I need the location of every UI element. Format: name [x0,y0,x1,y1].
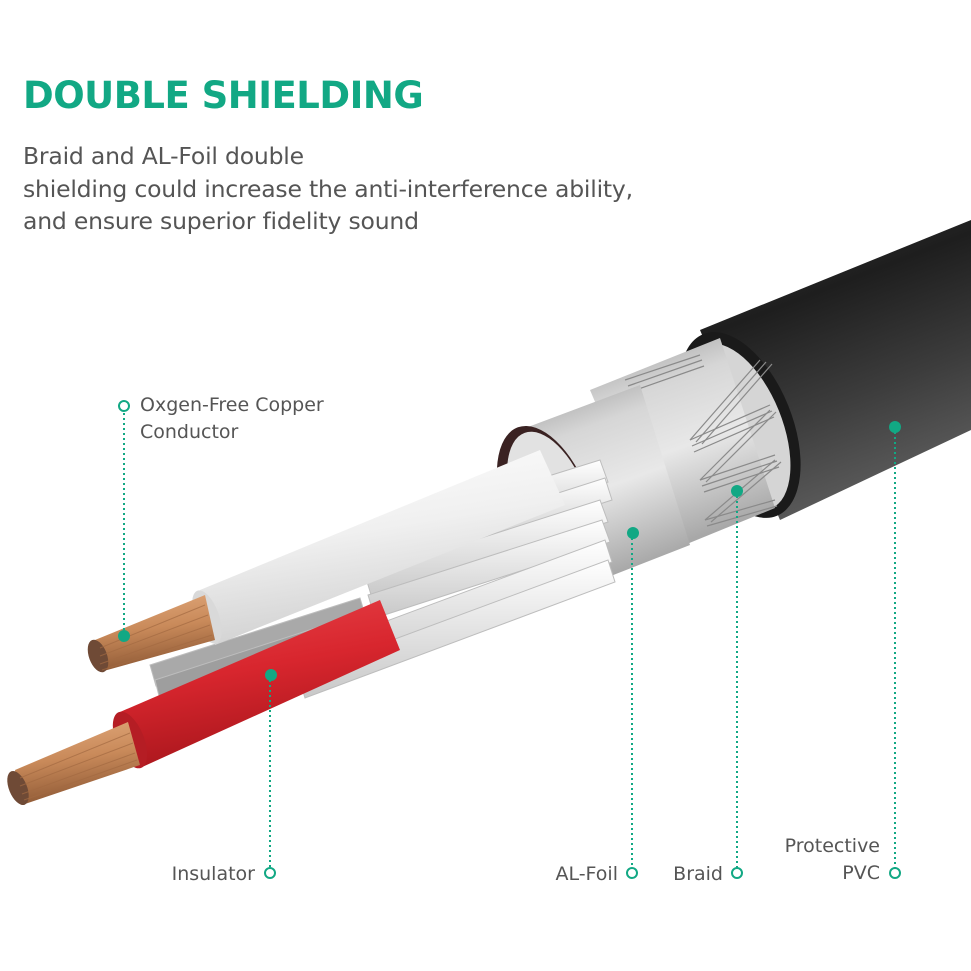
al-foil-label: AL-Foil [555,863,618,885]
pvc-ring-icon [889,867,901,879]
pvc-label-line-2: PVC [842,862,880,884]
conductor-ring-icon [118,400,130,412]
conductor-label: Oxgen-Free Copper Conductor [140,392,324,446]
braid-dot-icon [731,485,743,497]
description-line-3: and ensure superior fidelity sound [23,207,419,235]
pvc-label: Protective PVC [785,833,880,887]
al-foil-ring-icon [626,867,638,879]
conductor-dot-icon [118,630,130,642]
page-title: DOUBLE SHIELDING [23,74,424,117]
pvc-dot-icon [889,421,901,433]
conductor-label-line-2: Conductor [140,421,239,443]
braid-label: Braid [673,863,723,885]
description-line-2: shielding could increase the anti-interf… [23,174,633,203]
callout-dots [118,421,901,681]
conductor-label-line-1: Oxgen-Free Copper [140,394,324,416]
callout-leaders [123,413,896,868]
braid-ring-icon [731,867,743,879]
description: Braid and AL-Foil double shielding could… [23,140,633,238]
al-foil-dot-icon [627,527,639,539]
red-insulated-conductor [7,600,400,806]
pvc-label-line-1: Protective [784,835,880,857]
insulator-label: Insulator [171,863,255,885]
insulator-dot-icon [265,669,277,681]
insulator-ring-icon [264,867,276,879]
description-line-1: Braid and AL-Foil double [23,142,304,170]
white-insulated-conductor [87,450,565,673]
